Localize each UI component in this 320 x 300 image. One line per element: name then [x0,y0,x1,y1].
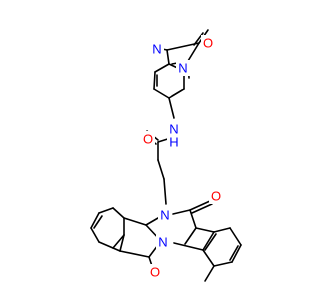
bond-line [153,88,170,99]
atom-n-bridge: N [156,234,170,250]
svg-text:O: O [143,132,153,147]
atom-n-quinazoline: N [158,207,172,223]
bond-layer [90,29,242,282]
bond-line [112,234,125,249]
bond-line [189,200,211,211]
svg-text:N: N [160,208,169,223]
bond-line [119,250,150,258]
bond-line [166,42,200,51]
bond-line [163,178,167,205]
bond-line [189,209,197,229]
svg-text:N: N [169,122,178,137]
bond-line [213,227,231,233]
bond-line [154,63,170,73]
svg-text:O: O [150,265,160,280]
atom-layer: O N N N H O N O [141,35,223,280]
bond-line [90,212,100,229]
bond-line [231,244,242,263]
molecule-structure: O N N N H O N O [90,29,242,282]
atom-n-methyl-left: N [150,41,164,57]
bond-line [157,159,165,180]
atom-h-amide: H [167,134,181,150]
bond-line [145,217,159,226]
atom-n-amide: N [167,121,181,137]
bond-line [202,249,215,267]
atom-o-imidazolone: O [201,35,215,51]
svg-text:N: N [178,61,187,76]
bond-line [173,242,204,251]
atom-o-amide: O [141,131,155,147]
bond-line [229,245,239,261]
bond-line [98,241,114,249]
atom-o-quinazolinone: O [209,188,223,204]
bond-line [229,227,242,246]
bond-line [213,261,233,267]
bond-line [191,203,213,214]
bond-line [172,209,191,215]
bond-line [202,231,215,251]
bond-line [119,234,125,252]
bond-line [123,217,147,226]
svg-text:H: H [169,135,178,150]
bond-line [90,227,100,243]
bond-line [112,247,121,252]
svg-text:O: O [203,36,213,51]
atom-o-isoindolone: O [148,264,162,280]
bond-line [166,49,170,65]
bond-line [93,215,103,229]
svg-text:N: N [152,42,161,57]
svg-text:N: N [158,235,167,250]
bond-line [204,233,217,251]
bond-line [171,89,183,97]
bond-line [112,207,125,219]
bond-line [168,97,175,119]
atom-n-methyl-right: N [176,60,190,76]
svg-text:O: O [211,189,221,204]
bond-line [187,42,200,62]
bond-line [184,227,197,245]
bond-line [98,207,114,214]
bond-line [195,227,215,233]
bond-line [153,71,156,90]
bond-line [204,265,215,282]
